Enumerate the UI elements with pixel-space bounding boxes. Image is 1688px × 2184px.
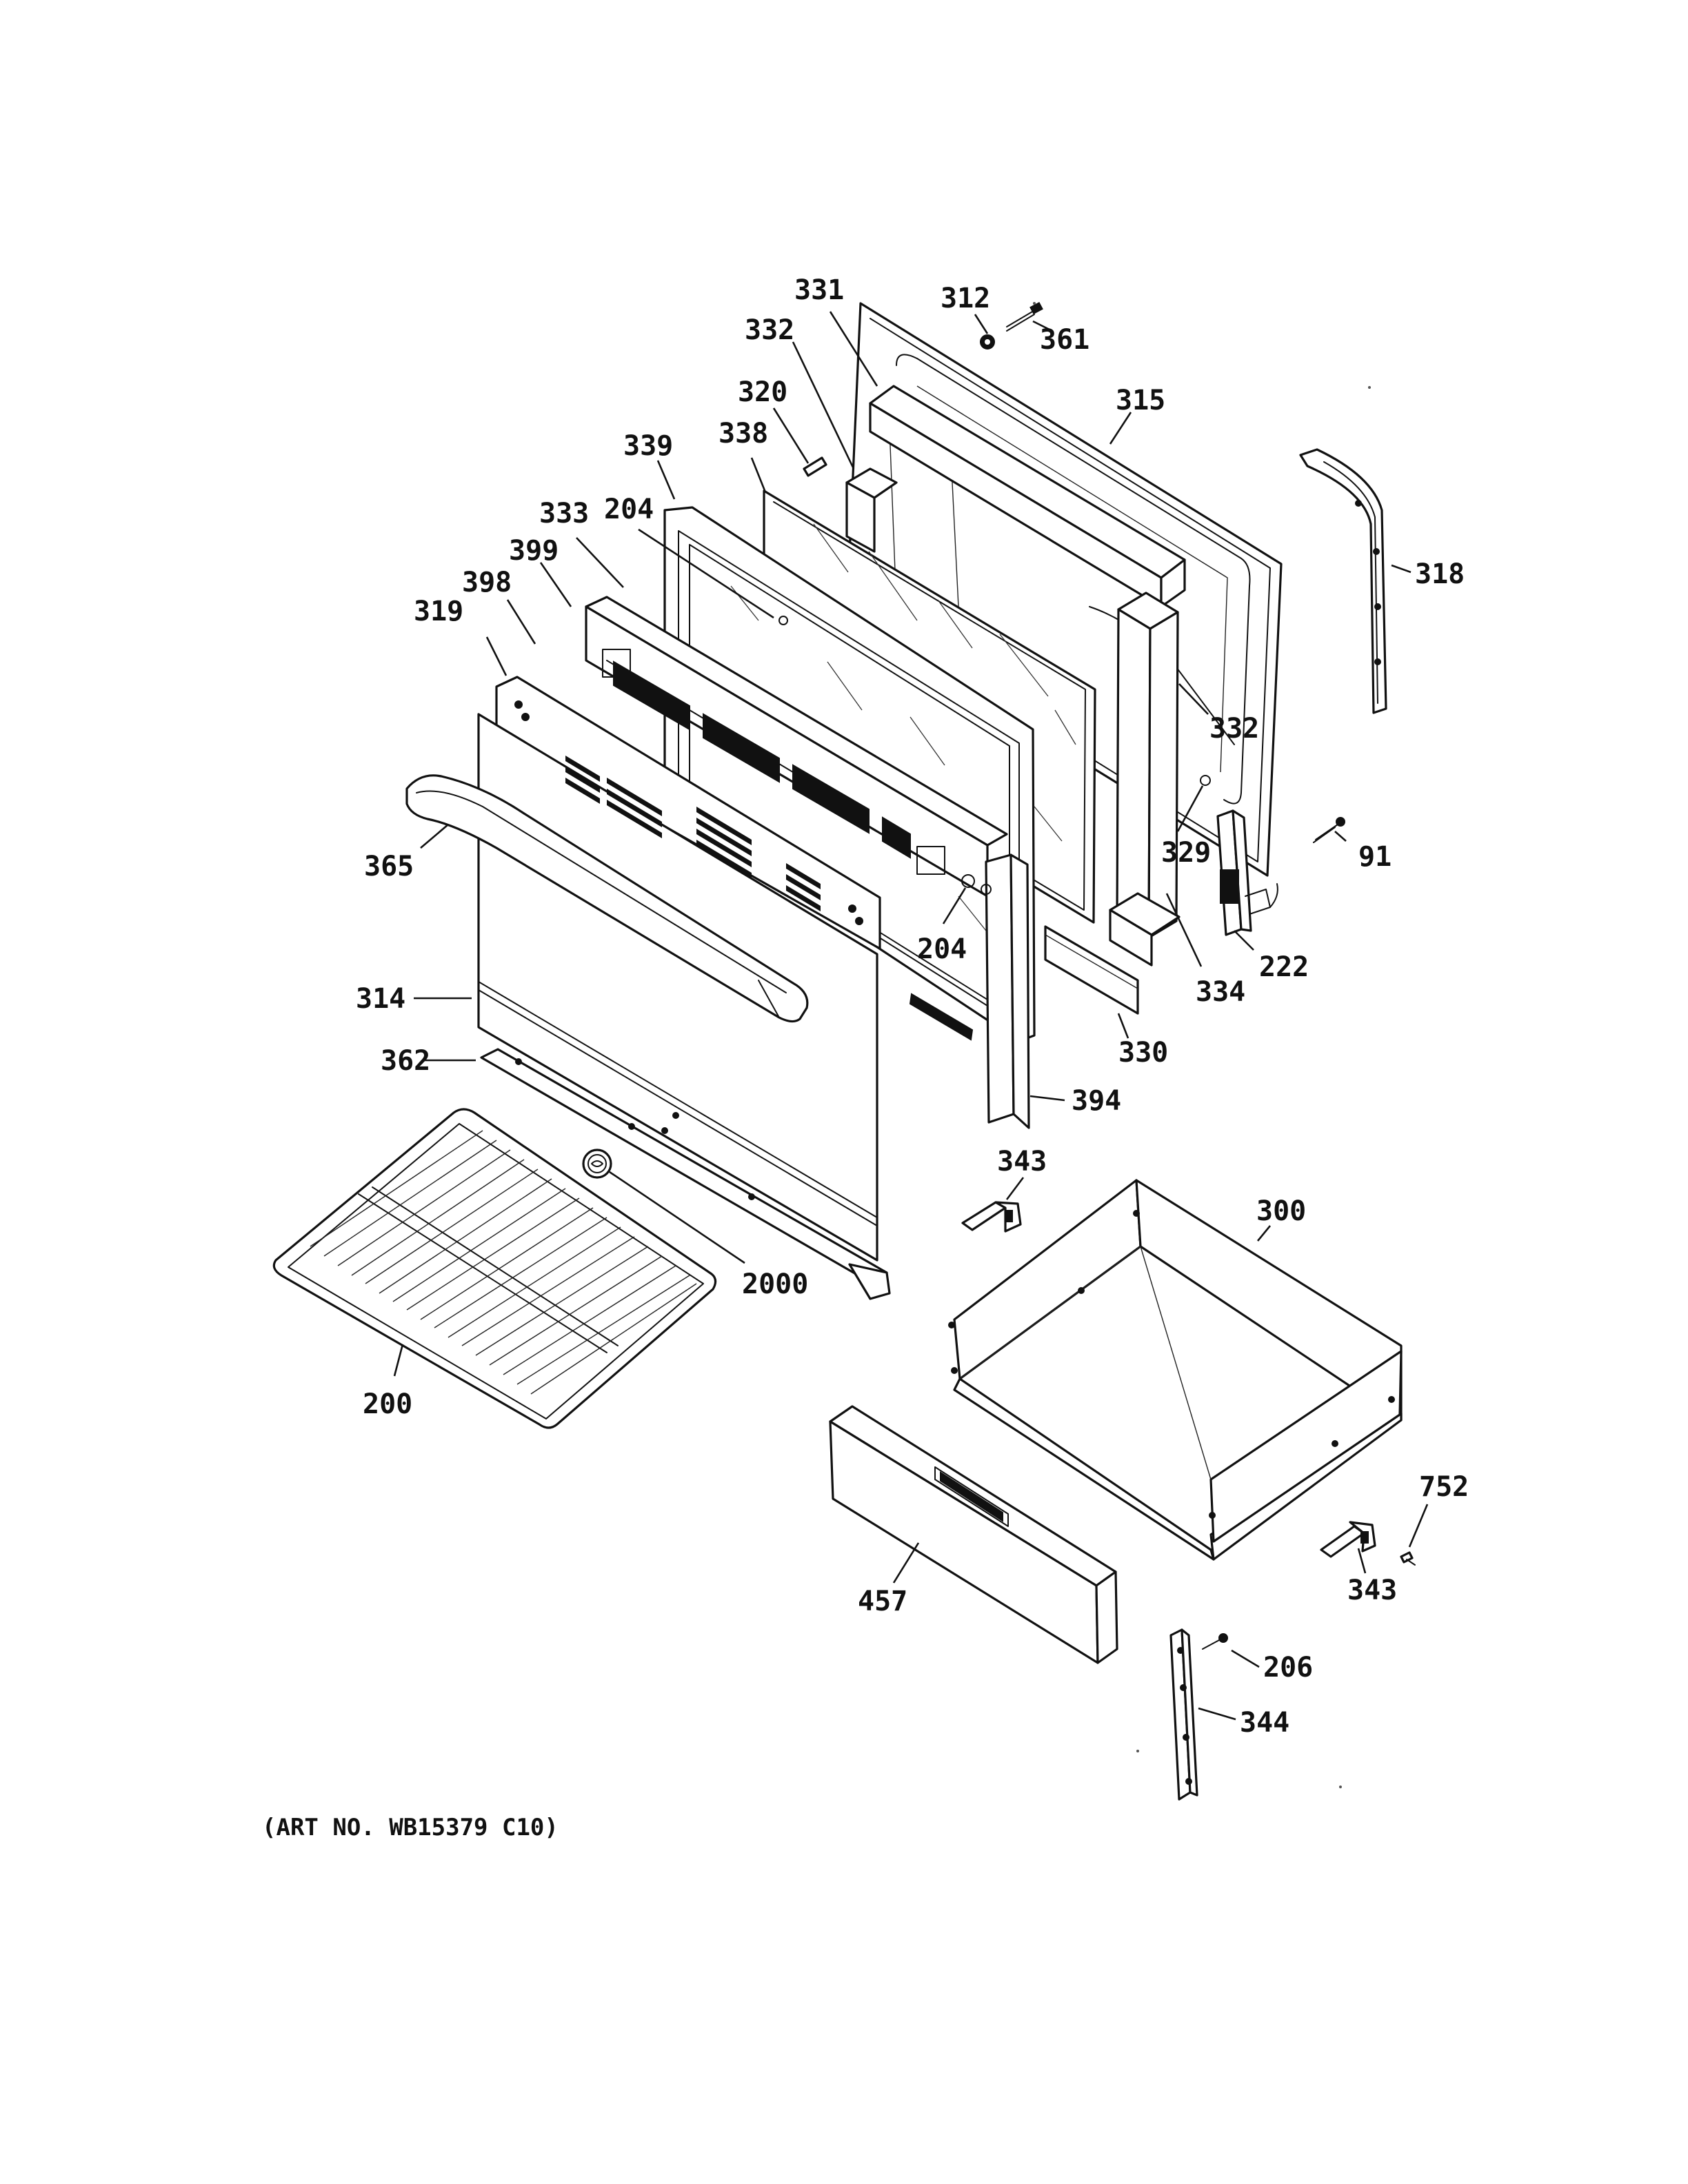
label-222: 222 — [1259, 951, 1309, 983]
slide-rail-344 — [1169, 1628, 1198, 1801]
art-number-caption: (ART NO. WB15379 C10) — [262, 1814, 559, 1841]
label-314: 314 — [356, 983, 405, 1015]
part-labels: 331 312 361 332 315 320 339 338 333 204 … — [356, 274, 1469, 1739]
label-200: 200 — [363, 1388, 412, 1420]
label-398: 398 — [462, 567, 512, 598]
drawer-body-300 — [948, 1179, 1403, 1561]
label-332-side: 332 — [1209, 713, 1259, 745]
label-333: 333 — [539, 498, 589, 529]
door-handle-365 — [405, 774, 809, 1023]
fasteners — [778, 301, 1345, 843]
label-320: 320 — [738, 376, 787, 408]
registration-marks — [1033, 302, 1371, 1788]
drawer-slide-343-left — [961, 1201, 1022, 1233]
label-91: 91 — [1358, 841, 1391, 873]
drawer-front-457 — [829, 1405, 1118, 1664]
label-394: 394 — [1072, 1085, 1121, 1117]
bottom-trim-362 — [480, 1048, 891, 1300]
label-2000: 2000 — [742, 1268, 808, 1300]
inner-door-panel-319 — [495, 676, 881, 950]
label-343-bottom: 343 — [1347, 1575, 1397, 1606]
label-329: 329 — [1161, 837, 1211, 869]
label-338: 338 — [719, 418, 768, 449]
oven-rack-200 — [272, 1108, 717, 1429]
label-457: 457 — [858, 1586, 907, 1617]
drawer-slide-343-right — [1320, 1521, 1376, 1558]
insulation-332 — [845, 385, 1186, 967]
label-752: 752 — [1419, 1471, 1469, 1503]
vent-plate-399 — [585, 596, 1008, 898]
screw-752 — [1400, 1551, 1416, 1566]
label-361: 361 — [1040, 324, 1089, 356]
screw-206 — [1202, 1633, 1228, 1650]
label-204-mid: 204 — [917, 933, 967, 965]
label-362: 362 — [381, 1045, 430, 1077]
ge-badge-2000 — [582, 1149, 612, 1179]
door-gasket-318 — [1299, 448, 1387, 714]
label-300: 300 — [1256, 1195, 1306, 1227]
label-206: 206 — [1263, 1652, 1313, 1684]
label-334: 334 — [1196, 976, 1245, 1008]
label-312: 312 — [941, 283, 990, 314]
leader-lines — [393, 311, 1429, 1721]
side-trim-394 — [961, 853, 1030, 1129]
door-seal-330 — [1044, 925, 1139, 1015]
label-343-top: 343 — [997, 1146, 1047, 1177]
hinge-222 — [1200, 775, 1278, 936]
label-365: 365 — [364, 851, 414, 882]
label-318: 318 — [1415, 558, 1465, 590]
label-315: 315 — [1116, 385, 1165, 416]
label-399: 399 — [509, 535, 559, 567]
label-332-top: 332 — [745, 314, 794, 346]
label-330: 330 — [1118, 1037, 1168, 1069]
label-344: 344 — [1240, 1707, 1289, 1739]
label-339: 339 — [623, 430, 673, 462]
label-204-top: 204 — [604, 494, 654, 525]
label-319: 319 — [414, 596, 463, 627]
label-331: 331 — [794, 274, 844, 306]
